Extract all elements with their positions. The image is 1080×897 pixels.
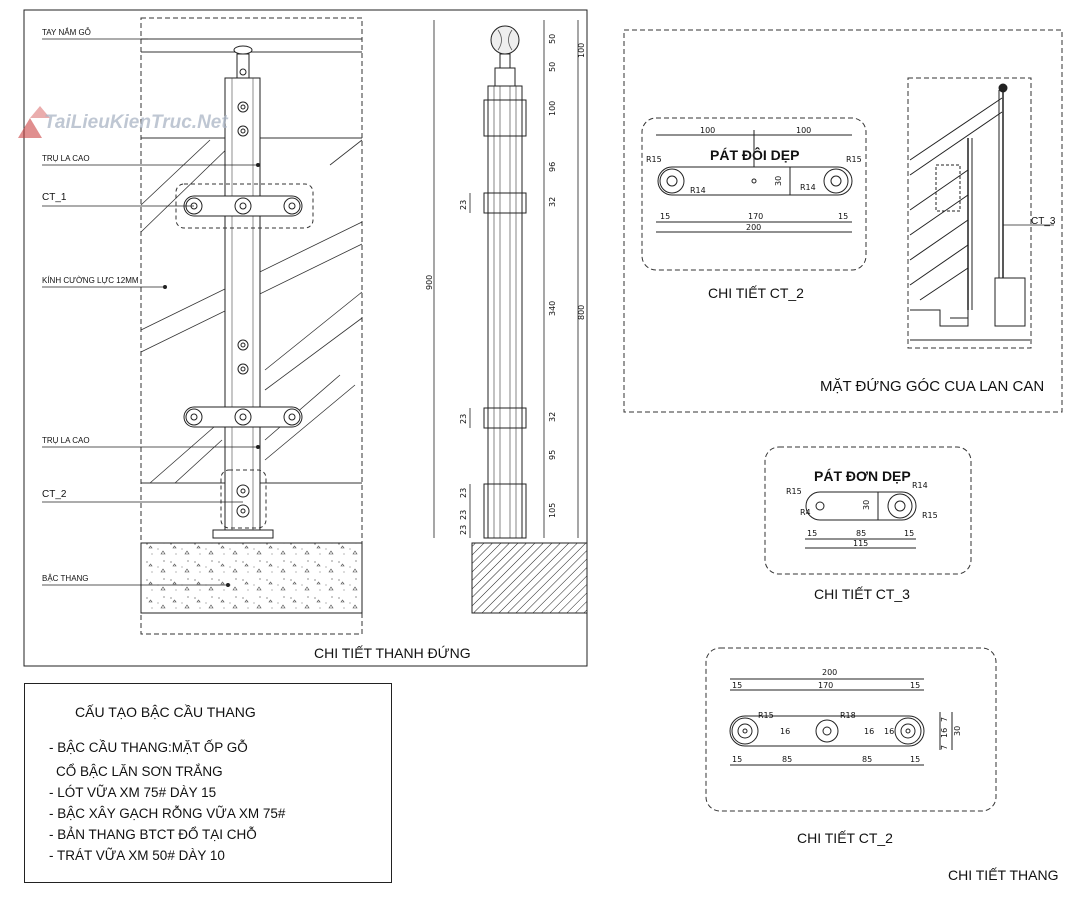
ct2t-top-2: 15 — [910, 681, 920, 690]
ct2-radius-2: R14 — [800, 183, 816, 192]
dim-32b: 32 — [548, 412, 557, 422]
ct2t-radius-1: R18 — [840, 711, 856, 720]
ct2t-side-3: 30 — [953, 726, 962, 736]
dim-96: 96 — [548, 162, 557, 172]
caption-column-detail: CHI TIẾT THANH ĐỨNG — [314, 645, 471, 661]
dim-50a: 50 — [548, 34, 557, 44]
post-body — [224, 77, 261, 539]
ct3-title: PÁT ĐƠN DẸP — [814, 468, 911, 484]
ct3-bottom-0: 15 — [807, 529, 817, 538]
ct3-radius-3: R15 — [922, 511, 938, 520]
column-detail-frame — [23, 9, 588, 667]
ct2-callout-box — [220, 469, 267, 529]
ct2t-bottom-0: 15 — [732, 755, 742, 764]
ct2-triple-box — [705, 647, 997, 812]
ct2t-top-0: 15 — [732, 681, 742, 690]
dim-32a: 32 — [548, 197, 557, 207]
ct2-height: 30 — [774, 176, 783, 186]
dim-outer-800: 800 — [577, 305, 586, 320]
ct2t-mid-0: 16 — [780, 727, 790, 736]
label-glass: KÍNH CƯỜNG LỰC 12MM — [42, 276, 139, 285]
dimension-lines — [433, 20, 579, 538]
dim-left-2: 23 — [459, 488, 468, 498]
ct2t-side-0: 7 — [940, 717, 949, 722]
ct2-total: 200 — [746, 223, 761, 232]
ct2-radius-0: R15 — [646, 155, 662, 164]
ct3-box — [764, 446, 972, 575]
ct2-radius-3: R15 — [846, 155, 862, 164]
caption-ct2-triple: CHI TIẾT CT_2 — [797, 830, 893, 846]
corner-elevation-drawing — [909, 83, 1030, 341]
notes-line-0: - BẬC CẦU THANG:MẶT ỐP GỖ — [49, 740, 248, 755]
ct3-radius-1: R4 — [800, 508, 811, 517]
ct2-double-title: PÁT ĐÔI DẸP — [710, 146, 799, 163]
notes-line-5: - TRÁT VỮA XM 50# DÀY 10 — [49, 848, 225, 863]
ct3-bottom-1: 85 — [856, 529, 866, 538]
ct2t-radius-0: R15 — [758, 711, 774, 720]
ct2-dim-top-1: 100 — [796, 126, 811, 135]
notes-title: CẤU TẠO BẬC CẦU THANG — [75, 704, 256, 720]
label-post-top: TRỤ LA CAO — [42, 154, 90, 163]
notes-line-1: CỔ BẬC LĂN SƠN TRẮNG — [56, 764, 223, 779]
top-right-frame — [623, 29, 1063, 413]
ct2t-mid-1: 16 — [864, 727, 874, 736]
post-bolts — [237, 101, 249, 375]
ct2t-bottom-2: 85 — [862, 755, 872, 764]
ct1-callout-box — [175, 183, 314, 229]
ct2-radius-1: R14 — [690, 186, 706, 195]
notes-line-4: - BẢN THANG BTCT ĐỔ TẠI CHỖ — [49, 827, 257, 842]
corner-elevation-box — [907, 77, 1032, 349]
ct2t-bottom-3: 15 — [910, 755, 920, 764]
dim-105: 105 — [548, 503, 557, 518]
ct3-total: 115 — [853, 539, 868, 548]
dim-340: 340 — [548, 301, 557, 316]
ct2-bottom-0: 15 — [660, 212, 670, 221]
ct2-bottom-1: 170 — [748, 212, 763, 221]
notes-line-2: - LÓT VỮA XM 75# DÀY 15 — [49, 785, 217, 800]
ct3-radius-0: R15 — [786, 487, 802, 496]
dim-left-4: 23 — [459, 525, 468, 535]
dim-100: 100 — [548, 101, 557, 116]
ct3-radius-2: R14 — [912, 481, 928, 490]
caption-corner-elevation: MẶT ĐỨNG GÓC CUA LAN CAN — [820, 378, 1044, 395]
dim-total-900: 900 — [425, 275, 434, 290]
ct2t-mid-2: 16 — [884, 727, 894, 736]
dim-left-3: 23 — [459, 510, 468, 520]
caption-ct2-double: CHI TIẾT CT_2 — [708, 285, 804, 301]
ct3-bottom-2: 15 — [904, 529, 914, 538]
column-dashed-boundary — [140, 17, 363, 635]
ct2-double-box — [641, 117, 867, 271]
ct3-height: 30 — [862, 500, 871, 510]
dim-outer-100: 100 — [577, 43, 586, 58]
label-post-bottom: TRỤ LA CAO — [42, 436, 90, 445]
notes-line-3: - BẬC XÂY GẠCH RỖNG VỮA XM 75# — [49, 806, 286, 821]
label-ct1: CT_1 — [42, 192, 67, 203]
ct2t-side-2: 7 — [940, 745, 949, 750]
watermark-logo — [18, 106, 50, 138]
notes-box: CẤU TẠO BẬC CẦU THANG - BẬC CẦU THANG:MẶ… — [24, 683, 392, 883]
post-side-section — [471, 25, 588, 614]
caption-ct3: CHI TIẾT CT_3 — [814, 586, 910, 602]
sheet-caption: CHI TIẾT THANG — [948, 867, 1058, 883]
dim-left-0: 23 — [459, 200, 468, 210]
dim-left-1: 23 — [459, 414, 468, 424]
ct2t-side-1: 16 — [940, 728, 949, 738]
ct2t-total: 200 — [822, 668, 837, 677]
ct2-bottom-2: 15 — [838, 212, 848, 221]
dim-50b: 50 — [548, 62, 557, 72]
ct2-dim-top-0: 100 — [700, 126, 715, 135]
ct2t-bottom-1: 85 — [782, 755, 792, 764]
dim-95: 95 — [548, 450, 557, 460]
label-step: BẬC THANG — [42, 574, 89, 583]
ct2t-top-1: 170 — [818, 681, 833, 690]
step-concrete — [140, 542, 363, 614]
label-ct2: CT_2 — [42, 489, 67, 500]
watermark-text: TaiLieuKienTruc.Net — [44, 112, 228, 133]
label-handrail: TAY NẮM GỖ — [42, 28, 91, 37]
corner-ct3-label: CT_3 — [1031, 216, 1056, 227]
